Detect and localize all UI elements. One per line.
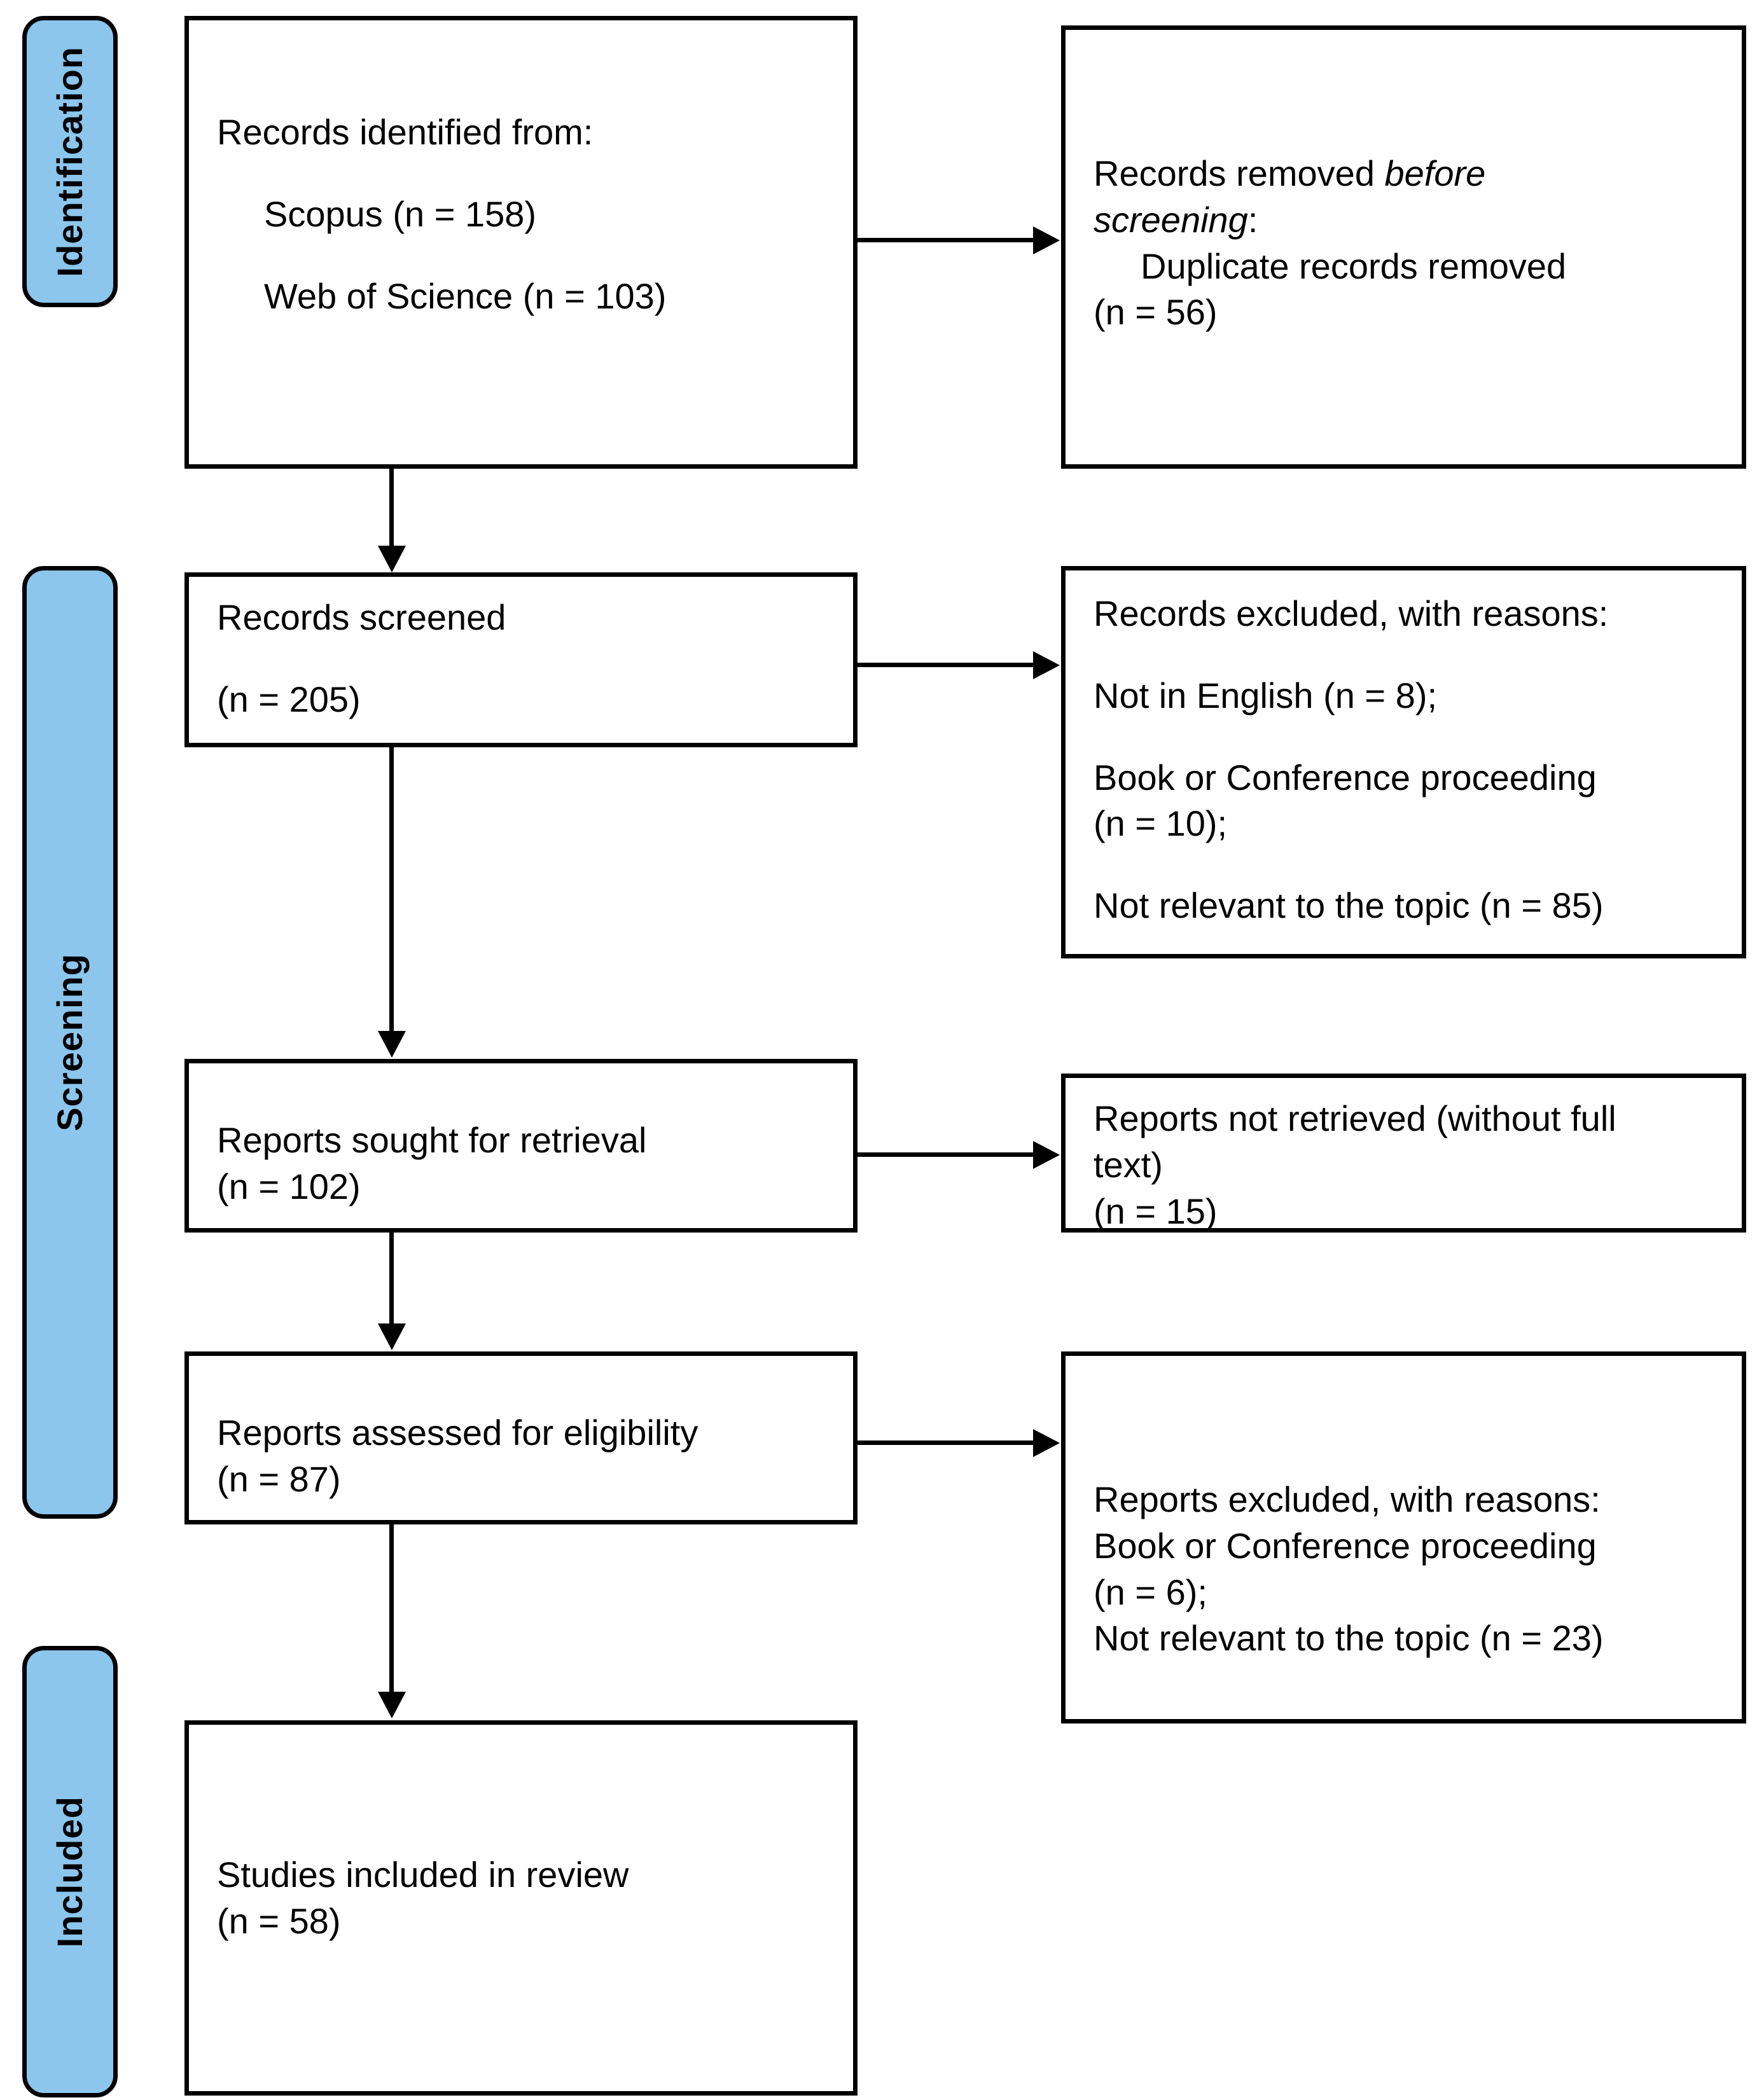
reports-excluded-reason-1: Not relevant to the topic (n = 23) bbox=[1094, 1618, 1604, 1659]
connector-identified-to-screened bbox=[389, 469, 394, 548]
records-removed-line1: Records removed before bbox=[1094, 151, 1725, 197]
stage-label-screening: Screening bbox=[50, 953, 90, 1131]
reports-not-retrieved-line2: text) bbox=[1094, 1144, 1163, 1185]
records-excluded-reason-0: Not in English (n = 8); bbox=[1094, 675, 1438, 715]
box-reports-sought: Reports sought for retrieval (n = 102) bbox=[184, 1059, 858, 1233]
records-screened-heading: Records screened bbox=[217, 597, 506, 637]
box-reports-assessed: Reports assessed for eligibility (n = 87… bbox=[184, 1351, 858, 1524]
arrowhead-sought-to-assessed bbox=[378, 1323, 406, 1350]
records-removed-line1-emphasis: before bbox=[1384, 153, 1486, 193]
stage-label-identification: Identification bbox=[50, 46, 90, 277]
connector-sought-to-assessed bbox=[389, 1233, 394, 1325]
arrowhead-assessed-to-included bbox=[378, 1692, 406, 1718]
records-excluded-reason-1-count: (n = 10); bbox=[1094, 803, 1228, 844]
stage-pill-identification: Identification bbox=[22, 16, 118, 307]
arrowhead-screened-to-sought bbox=[378, 1031, 406, 1058]
connector-screened-to-sought bbox=[389, 747, 394, 1033]
records-removed-line2: screening: bbox=[1094, 197, 1725, 244]
connector-assessed-to-included bbox=[389, 1524, 394, 1693]
reports-not-retrieved-line1: Reports not retrieved (without full bbox=[1094, 1098, 1616, 1138]
box-records-identified: Records identified from: Scopus (n = 158… bbox=[184, 16, 858, 469]
records-removed-item-duplicates-count: (n = 56) bbox=[1094, 292, 1218, 333]
box-reports-excluded: Reports excluded, with reasons: Book or … bbox=[1061, 1351, 1746, 1724]
records-excluded-heading: Records excluded, with reasons: bbox=[1094, 593, 1609, 633]
records-identified-source-wos: Web of Science (n = 103) bbox=[264, 275, 667, 316]
arrowhead-screened-to-excluded bbox=[1033, 651, 1060, 679]
stage-pill-screening: Screening bbox=[22, 566, 118, 1519]
reports-sought-heading: Reports sought for retrieval bbox=[217, 1120, 647, 1160]
connector-identified-to-removed bbox=[858, 238, 1034, 242]
reports-excluded-reason-0: Book or Conference proceeding bbox=[1094, 1525, 1597, 1566]
records-screened-count: (n = 205) bbox=[217, 679, 361, 719]
arrowhead-assessed-to-excluded bbox=[1033, 1429, 1060, 1457]
records-removed-line2-emphasis: screening bbox=[1094, 199, 1248, 240]
stage-label-included: Included bbox=[50, 1795, 90, 1948]
arrowhead-sought-to-not-retrieved bbox=[1033, 1141, 1060, 1169]
arrowhead-identified-to-removed bbox=[1033, 226, 1060, 254]
connector-assessed-to-excluded bbox=[858, 1440, 1034, 1445]
reports-not-retrieved-count: (n = 15) bbox=[1094, 1191, 1218, 1231]
records-excluded-reason-2: Not relevant to the topic (n = 85) bbox=[1094, 885, 1604, 926]
box-records-screened: Records screened (n = 205) bbox=[184, 572, 858, 747]
box-records-excluded: Records excluded, with reasons: Not in E… bbox=[1061, 566, 1746, 958]
box-studies-included: Studies included in review (n = 58) bbox=[184, 1720, 858, 2096]
records-excluded-reason-1: Book or Conference proceeding bbox=[1094, 757, 1597, 798]
reports-excluded-reason-0-count: (n = 6); bbox=[1094, 1572, 1207, 1612]
box-reports-not-retrieved: Reports not retrieved (without full text… bbox=[1061, 1074, 1746, 1233]
reports-excluded-heading: Reports excluded, with reasons: bbox=[1094, 1479, 1601, 1519]
stage-pill-included: Included bbox=[22, 1646, 118, 2097]
reports-assessed-heading: Reports assessed for eligibility bbox=[217, 1413, 698, 1453]
records-removed-line2-suffix: : bbox=[1247, 199, 1258, 240]
studies-included-count: (n = 58) bbox=[217, 1900, 341, 1941]
reports-assessed-count: (n = 87) bbox=[217, 1458, 341, 1499]
connector-screened-to-excluded bbox=[858, 663, 1034, 667]
records-identified-source-scopus: Scopus (n = 158) bbox=[264, 193, 537, 234]
reports-sought-count: (n = 102) bbox=[217, 1166, 361, 1206]
arrowhead-identified-to-screened bbox=[378, 546, 406, 572]
connector-sought-to-not-retrieved bbox=[858, 1152, 1034, 1157]
records-removed-line1-prefix: Records removed bbox=[1094, 153, 1385, 193]
records-identified-heading: Records identified from: bbox=[217, 112, 594, 152]
box-records-removed: Records removed before screening: Duplic… bbox=[1061, 25, 1746, 469]
studies-included-heading: Studies included in review bbox=[217, 1855, 629, 1895]
records-removed-item-duplicates: Duplicate records removed bbox=[1141, 245, 1567, 286]
